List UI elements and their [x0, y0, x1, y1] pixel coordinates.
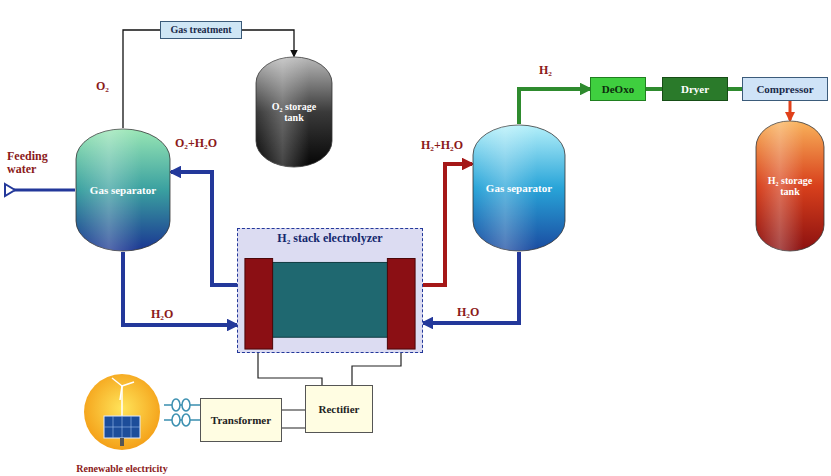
- node-label: O₂ storage tank: [266, 101, 322, 124]
- flow-label: H₂O: [150, 308, 174, 321]
- storage-tank: O₂ storage tank: [255, 56, 333, 168]
- node-label: Renewable electricity: [76, 463, 167, 475]
- node-label: Gas treatment: [170, 24, 231, 36]
- stack-shape: [238, 229, 422, 352]
- flow-label: O₂: [95, 80, 110, 93]
- flow-connector: [423, 252, 519, 323]
- node-label: Compressor: [756, 83, 813, 96]
- process-box: Compressor: [742, 77, 828, 101]
- node-label: Dryer: [681, 83, 709, 96]
- node-label: DeOxo: [602, 83, 634, 96]
- storage-tank: H₂ storage tank: [755, 120, 825, 252]
- node-label: Gas separator: [486, 182, 552, 195]
- flow-connector: [519, 89, 590, 124]
- flow-connector: [423, 164, 472, 285]
- flow-connector: [728, 87, 742, 91]
- flow-label: H₂: [538, 64, 553, 77]
- flow-label: H₂+H₂O: [420, 139, 464, 152]
- flow-connector: [646, 87, 662, 91]
- flow-connector: [282, 410, 305, 428]
- insulator-symbols: [172, 399, 190, 426]
- free-label: Feeding water: [6, 150, 68, 176]
- flow-label: H₂O: [456, 306, 480, 319]
- flow-connector: [171, 172, 237, 285]
- transformer-box: Transformer: [200, 398, 282, 442]
- process-box: Gas treatment: [160, 21, 242, 39]
- rectifier-box: Rectifier: [305, 385, 373, 433]
- gas-separator: Gas separator: [75, 128, 171, 252]
- node-label: H₂ storage tank: [763, 175, 817, 198]
- flow-connector: [123, 30, 160, 128]
- flow-connector: [123, 252, 237, 325]
- node-label: Transformer: [211, 414, 271, 427]
- gas-separator: Gas separator: [472, 124, 566, 252]
- flow-connector: [242, 30, 294, 56]
- feed-inlet-symbol: [5, 184, 15, 196]
- node-label: Rectifier: [319, 403, 360, 416]
- flow-connector: [258, 353, 401, 385]
- electrolyzer-stack: H₂ stack electrolyzer: [237, 228, 423, 353]
- feed-water-pipe: [14, 189, 75, 192]
- flow-label: O₂+H₂O: [174, 137, 218, 150]
- sun-shape: [76, 372, 168, 474]
- node-label: Gas separator: [90, 184, 156, 197]
- power-source: Renewable electricity: [76, 372, 168, 474]
- process-box: DeOxo: [590, 77, 646, 101]
- flow-connector: [789, 101, 792, 120]
- node-label: H₂ stack electrolyzer: [277, 232, 382, 246]
- process-box: Dryer: [662, 77, 728, 101]
